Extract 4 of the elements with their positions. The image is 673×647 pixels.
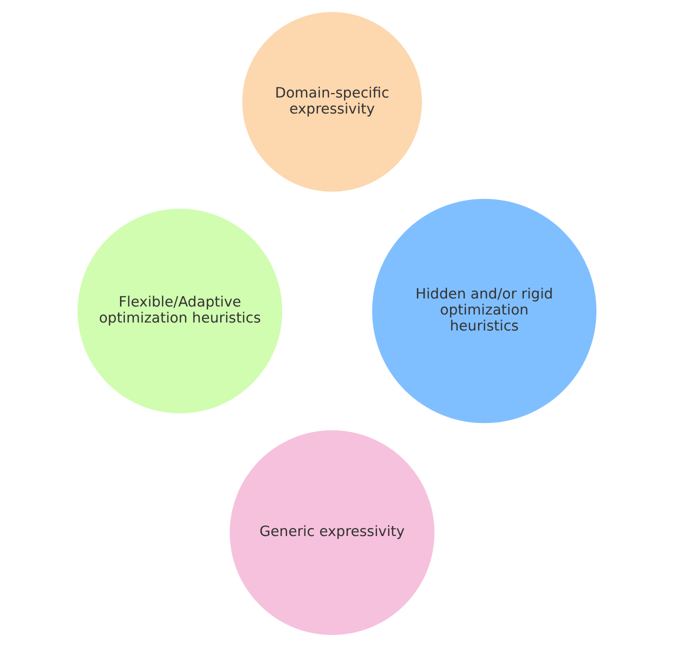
node-circle: Domain-specific expressivity — [242, 12, 422, 192]
node-circle: Flexible/Adaptive optimization heuristics — [77, 208, 282, 414]
node-circle: Generic expressivity — [229, 430, 434, 635]
node-circle: Hidden and/or rigid optimization heuristics — [372, 198, 596, 424]
